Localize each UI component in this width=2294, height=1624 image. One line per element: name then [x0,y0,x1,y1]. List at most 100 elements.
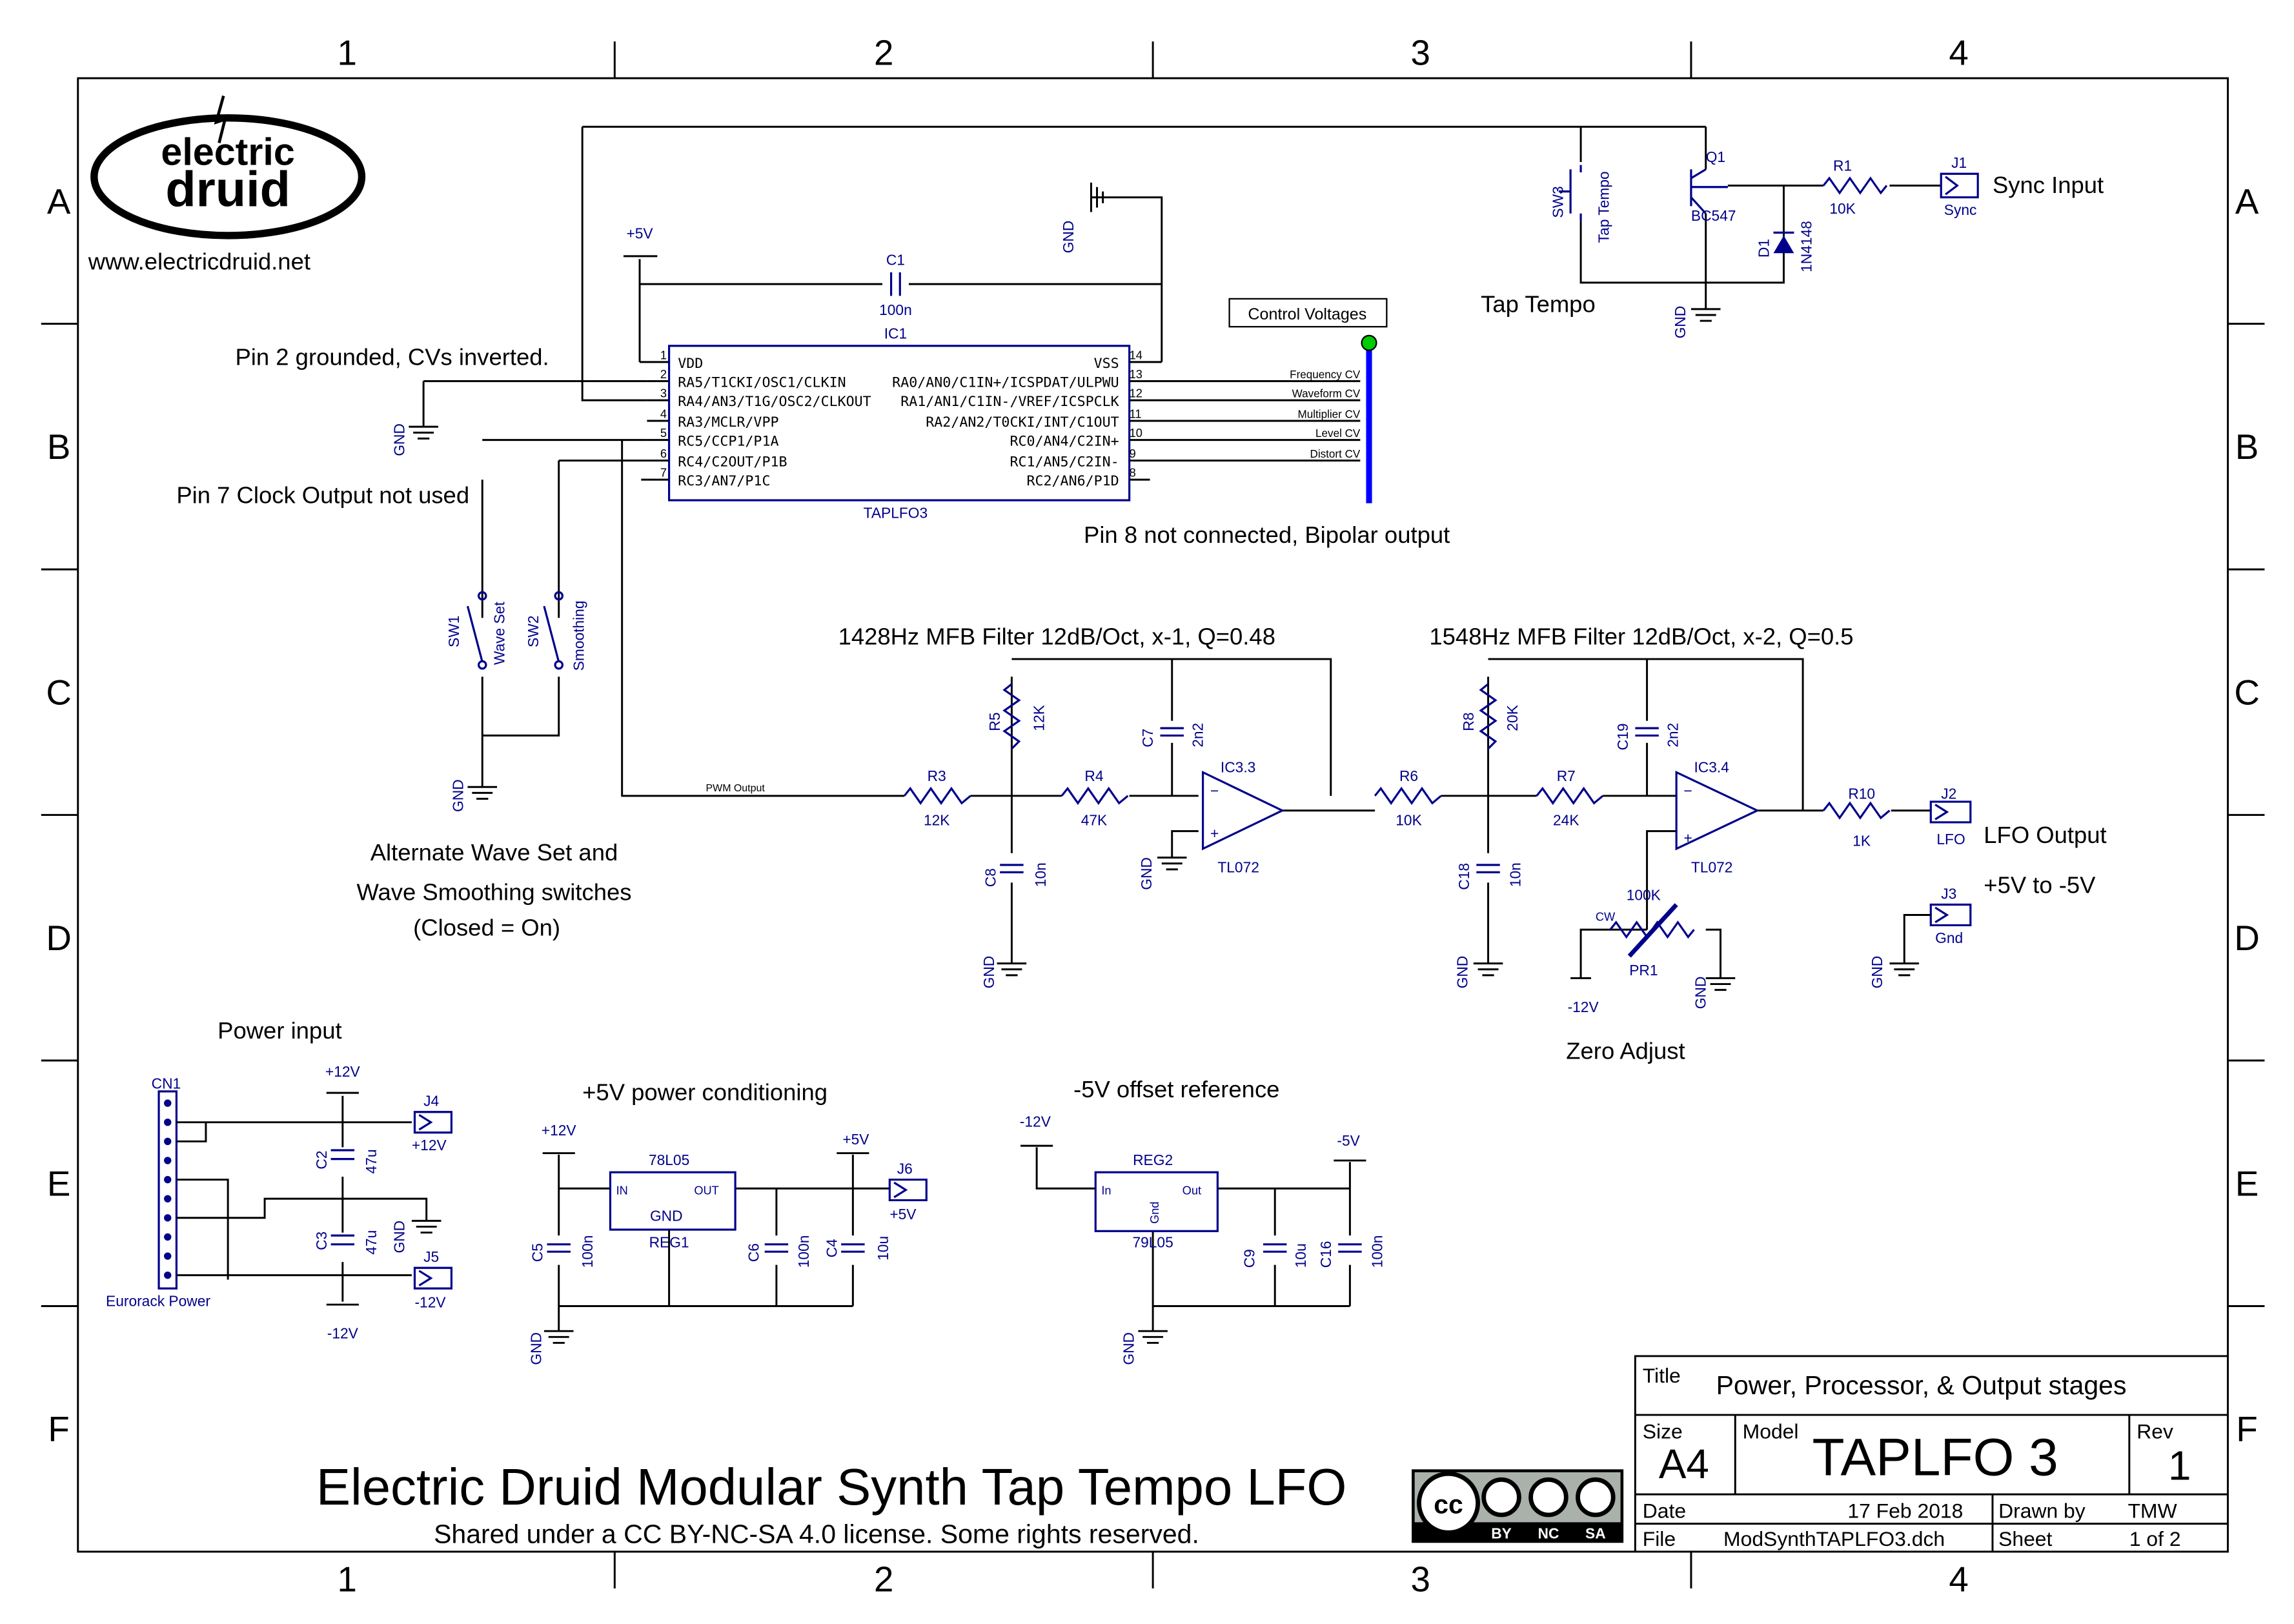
note-power-input: Power input [218,1017,341,1044]
part-value: 1N4148 [1798,221,1815,272]
part-value: Smoothing [570,600,587,671]
part-value: 2n2 [1190,723,1206,747]
part-ref: R3 [928,767,946,784]
note-minus5-reference: -5V offset reference [1073,1076,1279,1102]
cc-license-badge: cc BY NC SA [1412,1469,1624,1543]
jack-j4[interactable]: J4 +12V [412,1093,453,1153]
file-value: ModSynthTAPLFO3.dch [1723,1527,1945,1550]
capacitor-c6: C6 100n [746,1235,812,1268]
part-value: 100n [879,301,912,318]
net-label: -5V [1337,1132,1360,1149]
part-ref: R8 [1460,713,1477,731]
part-ref: R10 [1848,785,1875,802]
part-value: Eurorack Power [106,1292,210,1309]
ic1-pin-label: VSS [1094,356,1119,372]
resistor-r1: R1 10K [1822,157,1888,217]
sheet-label: Sheet [1998,1527,2052,1550]
capacitor-c8: C8 10n [982,862,1048,887]
filter2-title: 1548Hz MFB Filter 12dB/Oct, x-2, Q=0.5 [1429,623,1853,649]
part-ref: C19 [1614,724,1631,751]
ground-symbol: GND [1672,306,1721,339]
jack-j5[interactable]: J5 -12V [413,1248,453,1311]
part-ref: SW2 [525,615,542,647]
part-value: TL072 [1691,858,1733,875]
pin-label: Out [1183,1184,1201,1197]
capacitor-c4: C4 10u [823,1236,891,1261]
part-ref: J4 [423,1093,439,1110]
part-ref: J6 [897,1160,913,1177]
part-value: Sync [1944,201,1977,218]
part-ref: R1 [1833,157,1852,174]
part-ref: SW3 [1550,186,1567,218]
rev-value: 1 [2168,1442,2191,1488]
column-label: 1 [337,34,356,73]
jack-j3-gnd[interactable]: J3 Gnd [1903,885,1972,964]
part-value: 2n2 [1664,723,1681,747]
part-value: 47u [363,1149,380,1173]
capacitor-c18: C18 10n [1456,862,1524,890]
part-ref: PR1 [1629,962,1658,979]
connector-cn1[interactable]: CN1 Eurorack Power [106,1075,210,1309]
pin-number: 2 [660,368,667,381]
note-pin2: Pin 2 grounded, CVs inverted. [236,343,549,370]
ground-symbol: GND [1120,1330,1168,1365]
net-label: GND [391,1221,408,1254]
column-label: 4 [1949,34,1968,73]
part-value: 12K [924,812,950,829]
logo-text: druid [165,161,290,217]
capacitor-c2: C2 47u [313,1149,380,1173]
part-value: 10n [1032,862,1049,887]
minus-sign: − [1684,782,1692,799]
part-value: +12V [412,1137,447,1153]
part-ref: C6 [746,1243,762,1262]
part-ref: Q1 [1706,148,1725,165]
filter1-title: 1428Hz MFB Filter 12dB/Oct, x-1, Q=0.48 [838,623,1275,649]
part-value: 100n [795,1235,812,1268]
net-label: GND [1672,306,1689,339]
part-value: 10n [1507,862,1524,887]
jack-j6[interactable]: J6 +5V [888,1160,928,1223]
column-label: 3 [1411,34,1430,73]
title-block: Title Power, Processor, & Output stages … [1634,1355,2228,1552]
part-value: Wave Set [491,602,507,665]
jack-j2-lfo-output[interactable]: J2 LFO [1929,785,1972,848]
row-label: D [46,919,71,958]
ic1-pin-label: VDD [678,356,703,372]
part-ref: C1 [886,252,905,269]
lfo-output-label: LFO Output [1984,822,2106,848]
part-value: -12V [414,1294,446,1311]
plus-sign: + [1210,825,1219,842]
resistor-r3: R3 12K [903,767,971,829]
cc-term: BY [1491,1525,1512,1541]
part-value: 47K [1081,812,1108,829]
part-value: 100K [1627,887,1661,904]
capacitor-c9: C9 10u [1241,1243,1309,1268]
ground-symbol: GND [1692,977,1736,1009]
ic1-pin-label: RA3/MCLR/VPP [678,414,778,431]
ground-symbol: GND [1454,956,1503,988]
part-ref: SW1 [445,615,462,647]
resistor-r5: R5 12K [986,683,1048,750]
trimmer-pr1[interactable]: 100K PR1 CW [1596,887,1695,979]
note-switches: Alternate Wave Set and [370,839,618,866]
part-value: 79L05 [1132,1233,1173,1250]
cw-label: CW [1596,911,1616,924]
part-value: +5V [889,1206,917,1223]
jack-j1-sync[interactable]: J1 Sync [1940,154,1979,218]
part-ref: R4 [1084,767,1103,784]
minus-sign: − [1210,782,1219,799]
part-value: 47u [363,1230,380,1255]
pin-label: IN [616,1184,628,1197]
column-label: 3 [1411,1559,1430,1599]
part-value: 10u [875,1236,891,1261]
part-ref: REG2 [1133,1152,1173,1168]
size-label: Size [1643,1420,1683,1443]
diode-d1: D1 1N4148 [1756,221,1815,272]
net-label: -12V [1568,999,1599,1015]
net-label: GND [1869,956,1885,989]
part-ref: IC3.4 [1694,758,1729,775]
ic1-pin-label: RC0/AN4/C2IN+ [1010,434,1119,450]
model-label: Model [1743,1420,1799,1443]
part-value: 12K [1031,705,1048,731]
rev-label: Rev [2137,1420,2173,1443]
